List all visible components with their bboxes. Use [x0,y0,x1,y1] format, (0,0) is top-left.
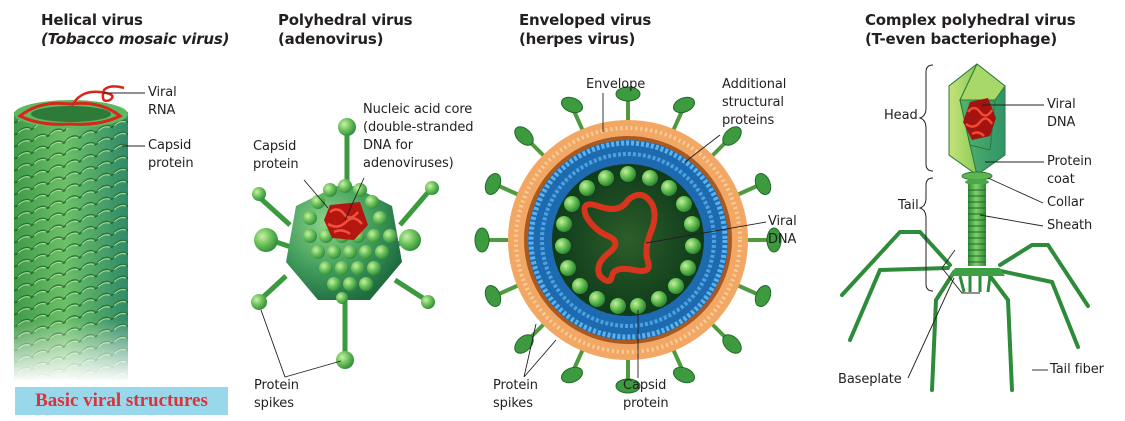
figure-caption: Basic viral structures [15,387,228,415]
label-protein-spikes: Protein spikes [493,377,538,413]
capsid-line1: Capsid [623,378,667,393]
capsid-line2: protein [623,396,669,411]
viral-dna-line2: DNA [1047,115,1076,130]
spikes-line1: Protein [493,378,538,393]
envelope-spikes [474,86,782,394]
nucleic-line1: Nucleic acid core [363,102,473,117]
label-envelope: Envelope [586,77,646,92]
viral-dna-line1: Viral [768,214,797,229]
tail-fibers [840,230,1090,392]
nucleic-line4: adenoviruses) [363,156,454,171]
complex-title-text: Complex polyhedral virus [865,11,1076,29]
capsid-line2: protein [253,157,299,172]
additional-line3: proteins [722,113,775,128]
label-protein-spikes: Protein spikes [254,377,299,413]
enveloped-virus-panel: Enveloped virus (herpes virus) [474,0,820,421]
spikes-line1: Protein [254,378,299,393]
viral-dna [581,191,658,284]
label-tail-fiber: Tail fiber [1050,362,1104,377]
capsid-line1: Capsid [253,139,297,154]
label-additional-structural-proteins: Additional structural proteins [722,76,786,130]
helical-subtitle-text: (Tobacco mosaic virus) [41,30,230,48]
label-tail: Tail [898,198,919,213]
helical-virus-panel: Helical virus (Tobacco mosaic virus) [0,0,240,421]
label-viral-dna: Viral DNA [768,213,797,249]
viral-dna-line2: DNA [768,232,797,247]
label-collar: Collar [1047,195,1084,210]
helical-virus-title: Helical virus (Tobacco mosaic virus) [41,11,229,49]
capsid-line2: protein [148,156,194,171]
enveloped-subtitle-text: (herpes virus) [519,30,636,48]
label-sheath: Sheath [1047,218,1093,233]
spikes-line2: spikes [254,396,294,411]
enveloped-title-text: Enveloped virus [519,11,652,29]
sheath [968,184,986,266]
label-viral-dna: Viral DNA [1047,96,1076,132]
collar [961,171,993,181]
bacteriophage-illustration [840,63,1090,392]
rna-helix [17,101,123,126]
additional-line2: structural [722,95,784,110]
complex-virus-title: Complex polyhedral virus (T-even bacteri… [865,11,1076,49]
label-viral-rna: Viral RNA [148,84,177,120]
label-protein-coat: Protein coat [1047,153,1092,189]
viral-rna-line1: Viral [148,85,177,100]
spikes-line2: spikes [493,396,533,411]
polyhedral-virus-illustration [251,118,439,378]
viral-rna-line2: RNA [148,103,176,118]
baseplate [950,268,1005,276]
polyhedral-subtitle-text: (adenovirus) [278,30,384,48]
protein-coat-line2: coat [1047,172,1075,187]
label-capsid-protein: Capsid protein [148,137,194,173]
protein-coat-line1: Protein [1047,154,1092,169]
label-nucleic-acid-core: Nucleic acid core (double-stranded DNA f… [363,101,474,173]
helical-virus-illustration [14,85,145,382]
enveloped-virus-title: Enveloped virus (herpes virus) [519,11,651,49]
helical-title-text: Helical virus [41,11,143,29]
viral-dna-line1: Viral [1047,97,1076,112]
polyhedral-virus-panel: Polyhedral virus (adenovirus) [230,0,490,421]
polyhedral-title-text: Polyhedral virus [278,11,413,29]
label-capsid-protein: Capsid protein [253,138,299,174]
complex-subtitle-text: (T-even bacteriophage) [865,30,1057,48]
capsomeres [555,166,701,314]
nucleic-line3: DNA for [363,138,413,153]
polyhedral-virus-title: Polyhedral virus (adenovirus) [278,11,413,49]
label-head: Head [884,108,918,123]
nucleic-line2: (double-stranded [363,120,474,135]
enveloped-virus-illustration [474,86,782,394]
label-baseplate: Baseplate [838,372,902,387]
label-capsid-protein: Capsid protein [623,377,669,413]
phage-head [948,63,1006,177]
additional-line1: Additional [722,77,787,92]
complex-virus-panel: Complex polyhedral virus (T-even bacteri… [820,0,1125,421]
capsid-line1: Capsid [148,138,192,153]
capsid-shell [552,164,704,316]
